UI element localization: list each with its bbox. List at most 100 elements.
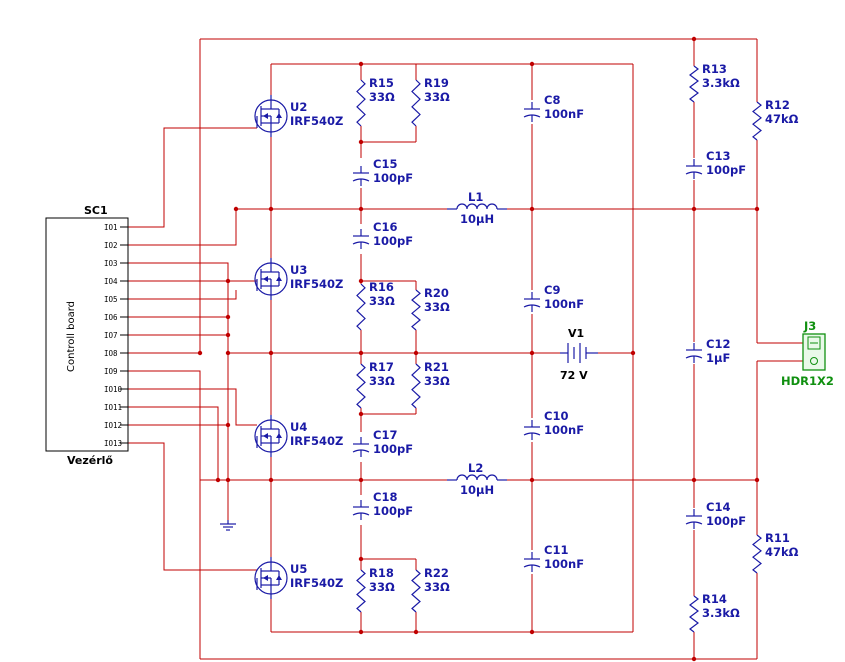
resistor-ref: R18	[369, 566, 394, 580]
capacitor-value: 100pF	[373, 442, 413, 456]
capacitor-ref: C14	[706, 500, 730, 514]
resistor-value: 33Ω	[369, 580, 395, 594]
resistor-ref: R13	[702, 62, 727, 76]
capacitor-value: 100nF	[544, 107, 584, 121]
capacitor-value: 100pF	[706, 514, 746, 528]
resistor-ref: R20	[424, 286, 449, 300]
controller-inner-label: Controll board	[66, 301, 77, 372]
resistor-value: 33Ω	[424, 300, 450, 314]
capacitor-ref: C9	[544, 283, 560, 297]
resistor-value: 33Ω	[369, 294, 395, 308]
capacitor-ref: C15	[373, 157, 397, 171]
resistor-value: 33Ω	[424, 90, 450, 104]
capacitor-value: 100nF	[544, 557, 584, 571]
resistor-value: 33Ω	[369, 374, 395, 388]
capacitor-value: 100pF	[706, 163, 746, 177]
resistor-ref: R21	[424, 360, 449, 374]
controller-pin-label: IO4	[104, 277, 118, 286]
capacitor-ref: C16	[373, 220, 397, 234]
resistor-ref: R22	[424, 566, 449, 580]
connector-j3: J3 HDR1X2	[781, 319, 834, 388]
controller-name: Vezérlő	[67, 454, 113, 467]
mosfet-ref: U2	[290, 100, 307, 114]
resistor-value: 33Ω	[369, 90, 395, 104]
j3-ref: J3	[803, 319, 816, 333]
j3-value: HDR1X2	[781, 374, 834, 388]
capacitor-value: 100pF	[373, 234, 413, 248]
junctions	[197, 36, 760, 662]
resistor-ref: R15	[369, 76, 394, 90]
capacitor-ref: C12	[706, 337, 730, 351]
ground-icon	[220, 520, 236, 531]
wires	[128, 38, 803, 660]
controller-ref: SC1	[84, 204, 108, 217]
controller-pin-label: IO13	[104, 439, 122, 448]
inductor-ref: L2	[468, 461, 483, 475]
v1-value: 72 V	[560, 369, 588, 382]
mosfet-ref: U5	[290, 562, 307, 576]
controller-board: SC1 Vezérlő Controll board IO1IO2IO3IO4I…	[45, 204, 129, 467]
mosfet-value: IRF540Z	[290, 576, 343, 590]
resistor-value: 47kΩ	[765, 112, 799, 126]
controller-pin-label: IO10	[104, 385, 123, 394]
resistor-value: 3.3kΩ	[702, 76, 740, 90]
resistor-ref: R12	[765, 98, 790, 112]
controller-pin-label: IO8	[104, 349, 118, 358]
controller-pin-label: IO6	[104, 313, 118, 322]
mosfet-ref: U4	[290, 420, 307, 434]
resistor-ref: R11	[765, 531, 790, 545]
controller-pin-label: IO11	[104, 403, 122, 412]
resistor-ref: R17	[369, 360, 394, 374]
capacitor-ref: C13	[706, 149, 730, 163]
controller-pin-label: IO2	[104, 241, 118, 250]
battery-icon: V1 72 V	[560, 327, 598, 382]
v1-ref: V1	[568, 327, 584, 340]
inductor-value: 10µH	[460, 212, 494, 226]
resistor-value: 33Ω	[424, 580, 450, 594]
capacitor-ref: C10	[544, 409, 568, 423]
resistor-ref: R19	[424, 76, 449, 90]
capacitor-ref: C17	[373, 428, 397, 442]
controller-pin-label: IO12	[104, 421, 122, 430]
controller-pin-label: IO1	[104, 223, 118, 232]
mosfet-value: IRF540Z	[290, 114, 343, 128]
controller-pin-label: IO5	[104, 295, 118, 304]
controller-pin-label: IO3	[104, 259, 118, 268]
inductor-l1: L1 10µH	[447, 190, 507, 226]
inductor-ref: L1	[468, 190, 483, 204]
inductor-value: 10µH	[460, 483, 494, 497]
components: R1533ΩR1933ΩR1633ΩR2033ΩR1733ΩR2133ΩR183…	[352, 62, 799, 633]
inductor-l2: L2 10µH	[447, 461, 507, 497]
resistor-value: 33Ω	[424, 374, 450, 388]
capacitor-value: 100nF	[544, 423, 584, 437]
controller-pin-label: IO9	[104, 367, 118, 376]
capacitor-ref: C18	[373, 490, 397, 504]
resistor-ref: R14	[702, 592, 727, 606]
controller-pin-label: IO7	[104, 331, 118, 340]
capacitor-ref: C8	[544, 93, 560, 107]
mosfet-value: IRF540Z	[290, 277, 343, 291]
